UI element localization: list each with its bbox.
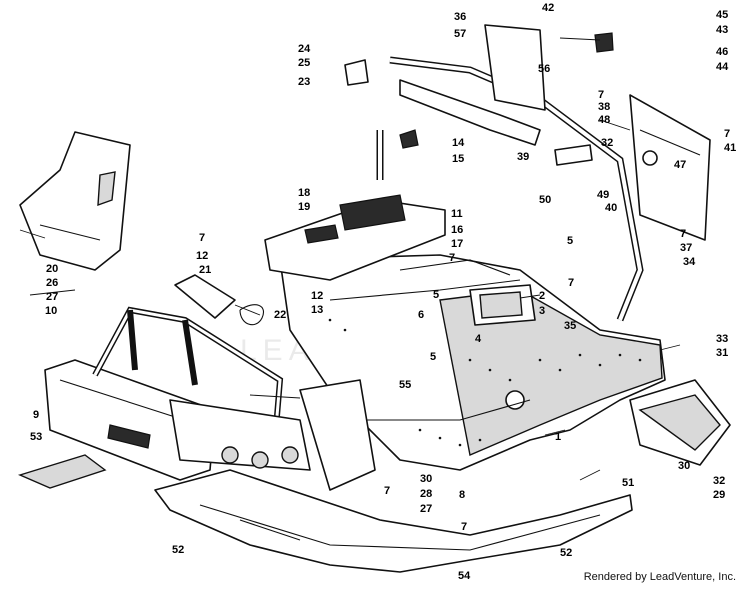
callout-51: 51 <box>622 477 634 489</box>
callout-50: 50 <box>539 194 551 206</box>
callout-15: 15 <box>452 153 464 165</box>
front-suspension <box>169 379 376 491</box>
callout-32b: 32 <box>713 475 725 487</box>
console-piece <box>174 274 264 326</box>
callout-52b: 52 <box>560 547 572 559</box>
callout-33: 33 <box>716 333 728 345</box>
callout-5b: 5 <box>567 235 573 247</box>
callout-7e: 7 <box>724 128 730 140</box>
callout-5a: 5 <box>433 289 439 301</box>
callout-41: 41 <box>724 142 736 154</box>
callout-39: 39 <box>517 151 529 163</box>
callout-45: 45 <box>716 9 728 21</box>
side-panel-left <box>19 131 131 271</box>
callout-46: 46 <box>716 46 728 58</box>
callout-54: 54 <box>458 570 471 582</box>
callout-22: 22 <box>274 309 286 321</box>
callout-12a: 12 <box>196 250 208 262</box>
callout-30b: 30 <box>678 460 690 472</box>
leader-lines <box>19 37 681 481</box>
callout-7g: 7 <box>461 521 467 533</box>
callout-36: 36 <box>454 11 466 23</box>
callout-43: 43 <box>716 24 728 36</box>
callout-56: 56 <box>538 63 550 75</box>
callout-28: 28 <box>420 488 432 500</box>
upper-bracket <box>399 24 546 146</box>
callout-52a: 52 <box>172 544 184 556</box>
callout-34: 34 <box>683 256 696 268</box>
callout-18: 18 <box>298 187 310 199</box>
callout-14: 14 <box>452 137 465 149</box>
callout-40: 40 <box>605 202 617 214</box>
callout-26: 26 <box>46 277 58 289</box>
callout-17: 17 <box>451 238 463 250</box>
dash-panel <box>264 194 446 281</box>
floor-board <box>17 454 107 489</box>
callout-7d: 7 <box>598 89 604 101</box>
handle-loop <box>92 306 284 441</box>
rear-cover <box>629 379 731 466</box>
callout-35: 35 <box>564 320 576 332</box>
callout-42: 42 <box>542 2 554 14</box>
callout-8: 8 <box>459 489 465 501</box>
callout-57: 57 <box>454 28 466 40</box>
callout-7h: 7 <box>384 485 390 497</box>
callout-37: 37 <box>680 242 692 254</box>
callout-25: 25 <box>298 57 310 69</box>
callout-44: 44 <box>716 61 729 73</box>
callout-20: 20 <box>46 263 58 275</box>
callout-11: 11 <box>451 208 463 220</box>
callout-23: 23 <box>298 76 310 88</box>
callout-10: 10 <box>45 305 57 317</box>
belly-pan <box>154 469 633 573</box>
callout-27a: 27 <box>46 291 58 303</box>
callout-9: 9 <box>33 409 39 421</box>
callout-48: 48 <box>598 114 610 126</box>
callout-55: 55 <box>399 379 411 391</box>
callout-6: 6 <box>418 309 424 321</box>
chassis-frame <box>279 254 666 471</box>
callout-32a: 32 <box>601 137 613 149</box>
callout-3: 3 <box>539 305 545 317</box>
callout-27b: 27 <box>420 503 432 515</box>
callout-7a: 7 <box>199 232 205 244</box>
callout-21: 21 <box>199 264 211 276</box>
steering-support <box>399 259 536 326</box>
callout-53: 53 <box>30 431 42 443</box>
callout-31: 31 <box>716 347 728 359</box>
callout-labels: 1 2 3 4 5 5 5 6 7 7 7 7 7 7 7 7 8 9 10 1… <box>30 2 736 582</box>
front-bumper <box>44 359 216 481</box>
callout-30a: 30 <box>420 473 432 485</box>
callout-7c: 7 <box>568 277 574 289</box>
callout-2: 2 <box>539 290 545 302</box>
callout-29: 29 <box>713 489 725 501</box>
callout-38: 38 <box>598 101 610 113</box>
callout-12b: 12 <box>311 290 323 302</box>
callout-1: 1 <box>555 431 561 443</box>
render-credit: Rendered by LeadVenture, Inc. <box>583 571 736 583</box>
callout-13: 13 <box>311 304 323 316</box>
hardware-parts <box>344 32 658 166</box>
callout-49: 49 <box>597 189 609 201</box>
callout-16: 16 <box>451 224 463 236</box>
callout-19: 19 <box>298 201 310 213</box>
callout-24: 24 <box>298 43 311 55</box>
callout-5c: 5 <box>430 351 436 363</box>
callout-7f: 7 <box>680 228 686 240</box>
steering-column <box>376 56 644 322</box>
side-panel-right <box>629 94 711 241</box>
callout-7b: 7 <box>449 252 455 264</box>
callout-47: 47 <box>674 159 686 171</box>
callout-4: 4 <box>475 333 482 345</box>
